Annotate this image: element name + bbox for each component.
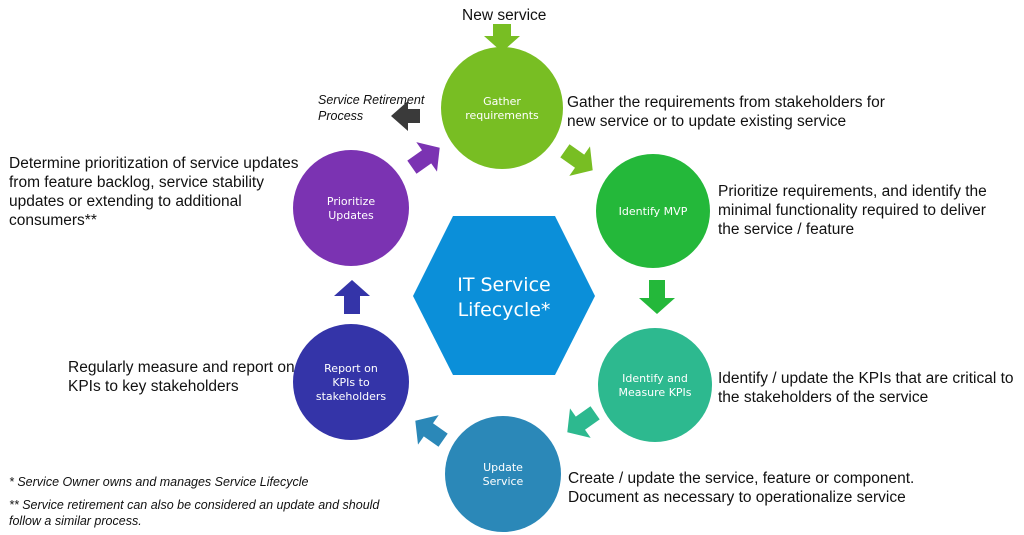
stage-label: Updates: [328, 209, 374, 222]
retirement-arrow-icon: [391, 101, 420, 131]
stage-label: requirements: [465, 109, 539, 122]
mvp-description: Prioritize requirements, and identify th…: [718, 182, 987, 239]
footnote-line: follow a similar process.: [9, 514, 142, 528]
footnote-line: * Service Owner owns and manages Service…: [9, 475, 309, 489]
stage-label: Measure KPIs: [618, 386, 691, 399]
description-line: the service / feature: [718, 221, 855, 238]
arrow-from-report-icon: [334, 280, 370, 314]
kpis-description: Identify / update the KPIs that are crit…: [718, 369, 1014, 407]
description-line: Determine prioritization of service upda…: [9, 155, 299, 172]
stage-mvp: Identify MVP: [596, 154, 710, 268]
arrow-from-prioritize-icon: [407, 142, 440, 174]
footnote-retirement: ** Service retirement can also be consid…: [9, 497, 379, 529]
stage-label: stakeholders: [316, 390, 387, 403]
stage-circle: [293, 150, 409, 266]
retirement-process-label: Service Retirement Process: [318, 92, 424, 124]
description-line: the stakeholders of the service: [718, 389, 929, 406]
stage-label: Service: [483, 475, 524, 488]
stage-label: Gather: [483, 95, 521, 108]
footnote-service-owner: * Service Owner owns and manages Service…: [9, 474, 308, 490]
description-line: Create / update the service, feature or …: [568, 470, 915, 487]
retirement-label-line-2: Process: [318, 109, 364, 123]
stage-label: Prioritize: [327, 195, 375, 208]
hub-title-line-2: Lifecycle*: [458, 299, 551, 321]
description-line: Document as necessary to operationalize …: [568, 489, 906, 506]
description-line: consumers**: [9, 212, 97, 229]
arrow-from-update-icon: [415, 415, 448, 447]
update-description: Create / update the service, feature or …: [568, 469, 914, 507]
prioritize-description: Determine prioritization of service upda…: [9, 154, 298, 230]
stage-circle: [441, 47, 563, 169]
arrow-from-mvp-icon: [639, 280, 675, 314]
description-line: Prioritize requirements, and identify th…: [718, 183, 987, 200]
stage-label: Update: [483, 461, 523, 474]
stage-label: Identify and: [622, 372, 688, 385]
retirement-label-line-1: Service Retirement: [318, 93, 425, 107]
hub-hexagon: IT Service Lifecycle*: [413, 216, 595, 375]
gather-description: Gather the requirements from stakeholder…: [567, 93, 885, 131]
stage-circle: [445, 416, 561, 532]
description-line: KPIs to key stakeholders: [68, 378, 239, 395]
description-line: Regularly measure and report on: [68, 359, 295, 376]
new-service-arrow-icon: [484, 24, 520, 52]
description-line: Gather the requirements from stakeholder…: [567, 94, 885, 111]
description-line: minimal functionality required to delive…: [718, 202, 986, 219]
description-line: from feature backlog, service stability: [9, 174, 264, 191]
arrow-from-kpis-icon: [567, 406, 600, 438]
report-description: Regularly measure and report on KPIs to …: [68, 358, 295, 396]
new-service-label: New service: [462, 7, 547, 24]
stage-label: Report on: [324, 362, 378, 375]
stage-label: Identify MVP: [619, 205, 688, 218]
description-line: new service or to update existing servic…: [567, 113, 847, 130]
stage-label: KPIs to: [332, 376, 370, 389]
stage-circle: [598, 328, 712, 442]
hub-title-line-1: IT Service: [457, 274, 550, 296]
stage-circle: [293, 324, 409, 440]
stage-circle: [596, 154, 710, 268]
description-line: Identify / update the KPIs that are crit…: [718, 370, 1014, 387]
description-line: updates or extending to additional: [9, 193, 242, 210]
footnote-line: ** Service retirement can also be consid…: [9, 498, 380, 512]
arrow-from-gather-icon: [560, 144, 593, 176]
